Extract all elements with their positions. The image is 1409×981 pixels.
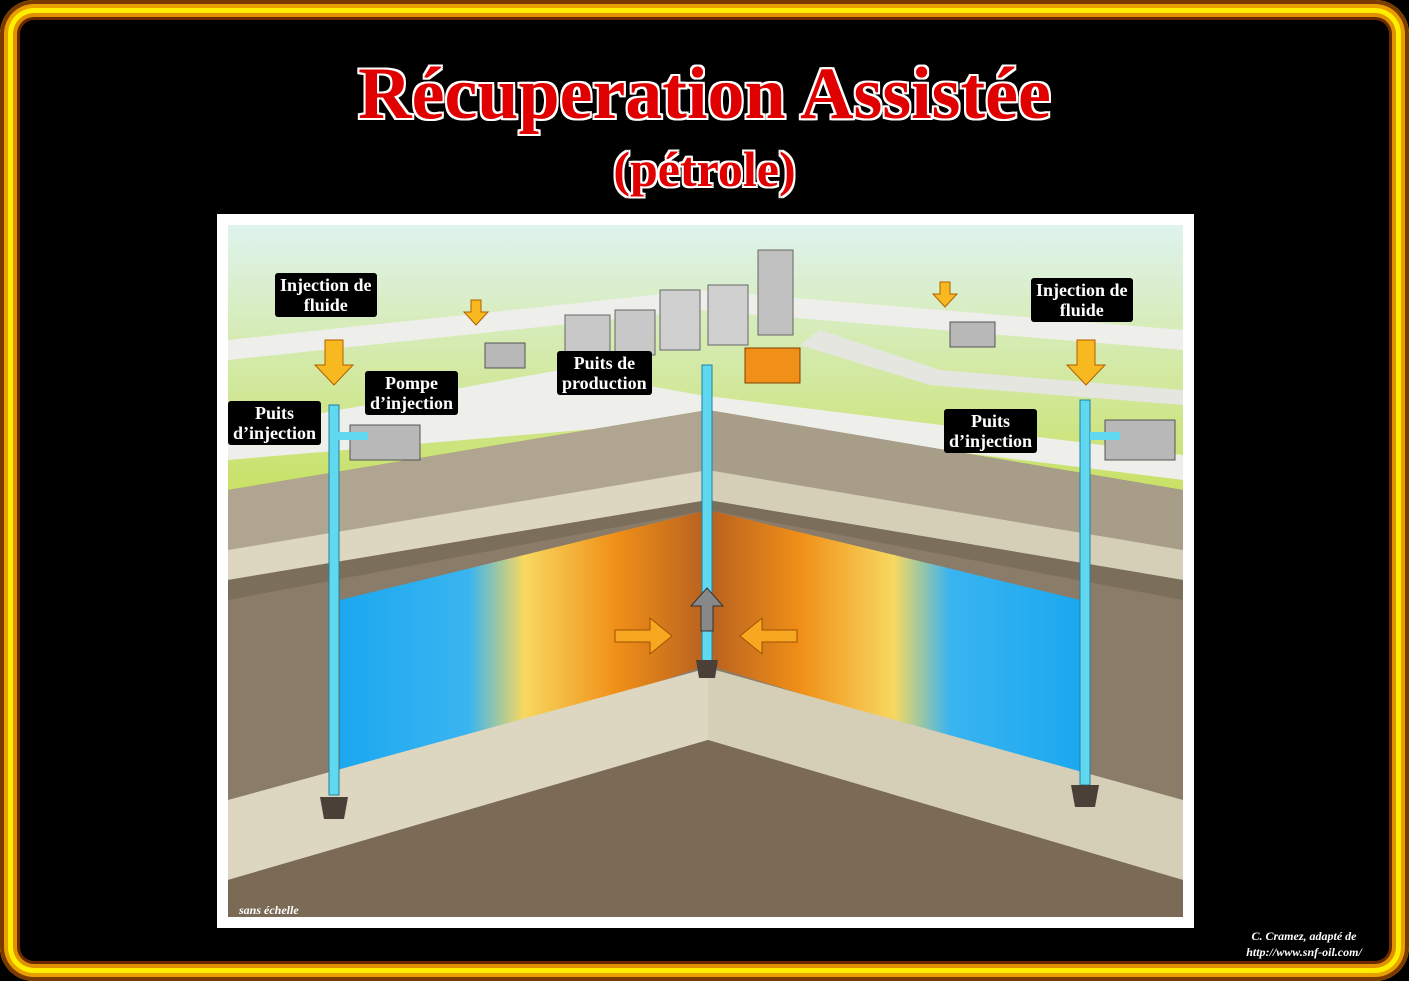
up-arrow-icon xyxy=(689,587,725,632)
reservoir-right xyxy=(708,510,1080,780)
down-arrow-icon xyxy=(931,281,959,308)
flow-arrow-right-icon xyxy=(614,616,673,656)
down-arrow-icon xyxy=(1065,339,1107,386)
road xyxy=(228,370,1183,480)
pump-icon xyxy=(1104,419,1176,461)
injection-well-right xyxy=(1071,399,1120,807)
credit: C. Cramez, adapté de http://www.snf-oil.… xyxy=(1214,928,1394,960)
pump-icon xyxy=(349,424,421,461)
soil-layer xyxy=(228,410,708,550)
production-facility xyxy=(564,249,801,384)
reservoir-left xyxy=(340,510,708,790)
production-well xyxy=(689,364,725,678)
cross-section-illustration xyxy=(228,225,1183,917)
injection-well-left xyxy=(320,404,368,819)
down-arrow-icon xyxy=(313,339,355,386)
credit-source-url: http://www.snf-oil.com/ xyxy=(1246,945,1362,959)
down-arrow-icon xyxy=(462,299,490,326)
flow-arrow-left-icon xyxy=(739,616,798,656)
pump-icon xyxy=(949,321,996,348)
pump-icon xyxy=(484,342,526,369)
scale-note: sans échelle xyxy=(239,903,299,917)
slide-title: Récuperation Assistée xyxy=(358,53,1051,135)
credit-author: C. Cramez, adapté de xyxy=(1251,929,1357,943)
slide-subtitle: (pétrole) xyxy=(613,141,796,197)
